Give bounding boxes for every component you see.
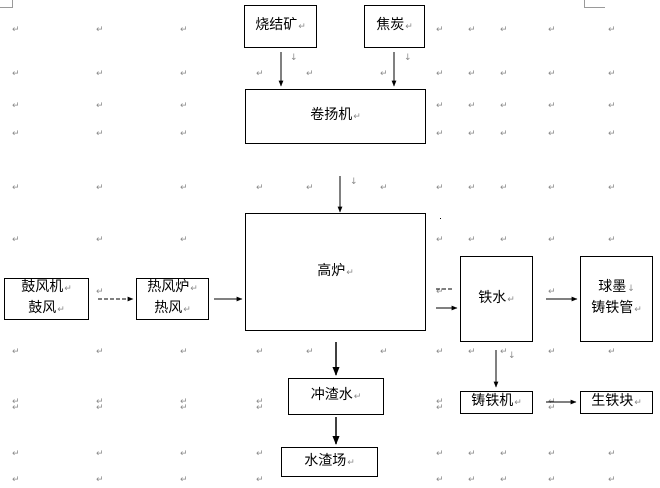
node-slag-flush: 冲渣水↵ [288, 378, 384, 415]
crop-mark-top-left [0, 0, 13, 8]
node-sinter: 烧结矿↵ [244, 5, 317, 48]
stray-dot [440, 218, 441, 219]
crop-mark-top-right [584, 0, 605, 8]
node-blower: 鼓风机↵ 鼓风↵ [4, 278, 89, 320]
node-blast-furnace: 高炉↵ [245, 213, 426, 331]
node-hoist: 卷扬机↵ [245, 89, 426, 144]
node-pig-iron: 生铁块↵ [580, 391, 653, 414]
node-slag-yard: 水渣场↵ [281, 447, 378, 477]
node-coke: 焦炭↵ [364, 5, 425, 48]
node-pig-caster: 铸铁机↵ [460, 391, 533, 414]
node-molten-iron: 铁水↵ [460, 256, 533, 342]
node-ductile-pipe: 球墨↓ 铸铁管↵ [580, 256, 653, 342]
node-hot-stove: 热风炉↵ 热风↵ [136, 278, 209, 320]
